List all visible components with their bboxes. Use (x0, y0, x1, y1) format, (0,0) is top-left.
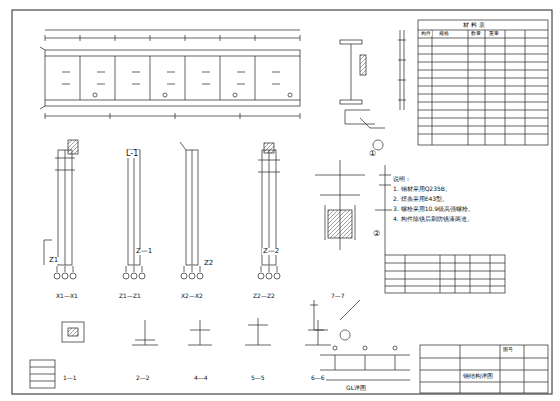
drawing-label: 3. 螺栓采用10.9级高强螺栓。 (392, 206, 475, 212)
drawing-label: Z1 (48, 257, 59, 264)
drawing-label: Z—1 (135, 248, 153, 255)
axis-bubble (181, 273, 187, 279)
drawing-label: 7—7 (330, 293, 346, 299)
drawing-label: Z—2 (262, 248, 280, 255)
drawing-label: 1—1 (62, 375, 78, 381)
drawing-label: 规格 (438, 31, 450, 36)
drawing-label: 图号 (502, 347, 514, 352)
axis-bubble (62, 273, 68, 279)
drawing-label: 钢结构详图 (462, 373, 494, 379)
axis-bubble (54, 273, 60, 279)
drawing-label: ① (368, 150, 377, 158)
drawing-label: L-1 (125, 150, 139, 158)
drawing-label: 2—2 (135, 375, 151, 381)
axis-bubble (258, 273, 264, 279)
drawing-label: ② (372, 230, 381, 238)
axis-line (126, 266, 142, 272)
axis-bubble (139, 273, 145, 279)
axis-bubble (189, 273, 195, 279)
drawing-label: 说明： (392, 176, 412, 182)
axis-bubble (266, 273, 272, 279)
drawing-label: 6—6 (310, 375, 326, 381)
drawing-label: 4. 构件除锈后刷防锈漆两道。 (392, 216, 474, 222)
drawing-label: Z1—Z1 (118, 293, 142, 299)
axis-bubble (197, 273, 203, 279)
axis-bubble (274, 273, 280, 279)
axis-bubble (70, 273, 76, 279)
drawing-label: 构件 (420, 31, 432, 36)
drawing-label: GL详图 (345, 385, 367, 391)
axis-bubble (123, 273, 129, 279)
axis-line (57, 266, 73, 272)
drawing-label: 4—4 (193, 375, 209, 381)
drawing-label: Z2 (203, 260, 214, 267)
axis-bubble (131, 273, 137, 279)
drawing-label: 材 料 表 (462, 22, 486, 28)
drawing-label: 数量 (470, 31, 482, 36)
axis-line (184, 266, 200, 272)
drawing-label: 重量 (488, 31, 500, 36)
drawing-label: X1—X1 (55, 293, 79, 299)
drawing-label: 5—5 (250, 375, 266, 381)
axis-line (261, 266, 277, 272)
drawing-label: Z2—Z2 (252, 293, 276, 299)
drawing-label: X2—X2 (180, 293, 204, 299)
drawing-label: 1. 钢材采用Q235B。 (392, 186, 452, 192)
drawing-label: 2. 焊条采用E43型。 (392, 196, 449, 202)
